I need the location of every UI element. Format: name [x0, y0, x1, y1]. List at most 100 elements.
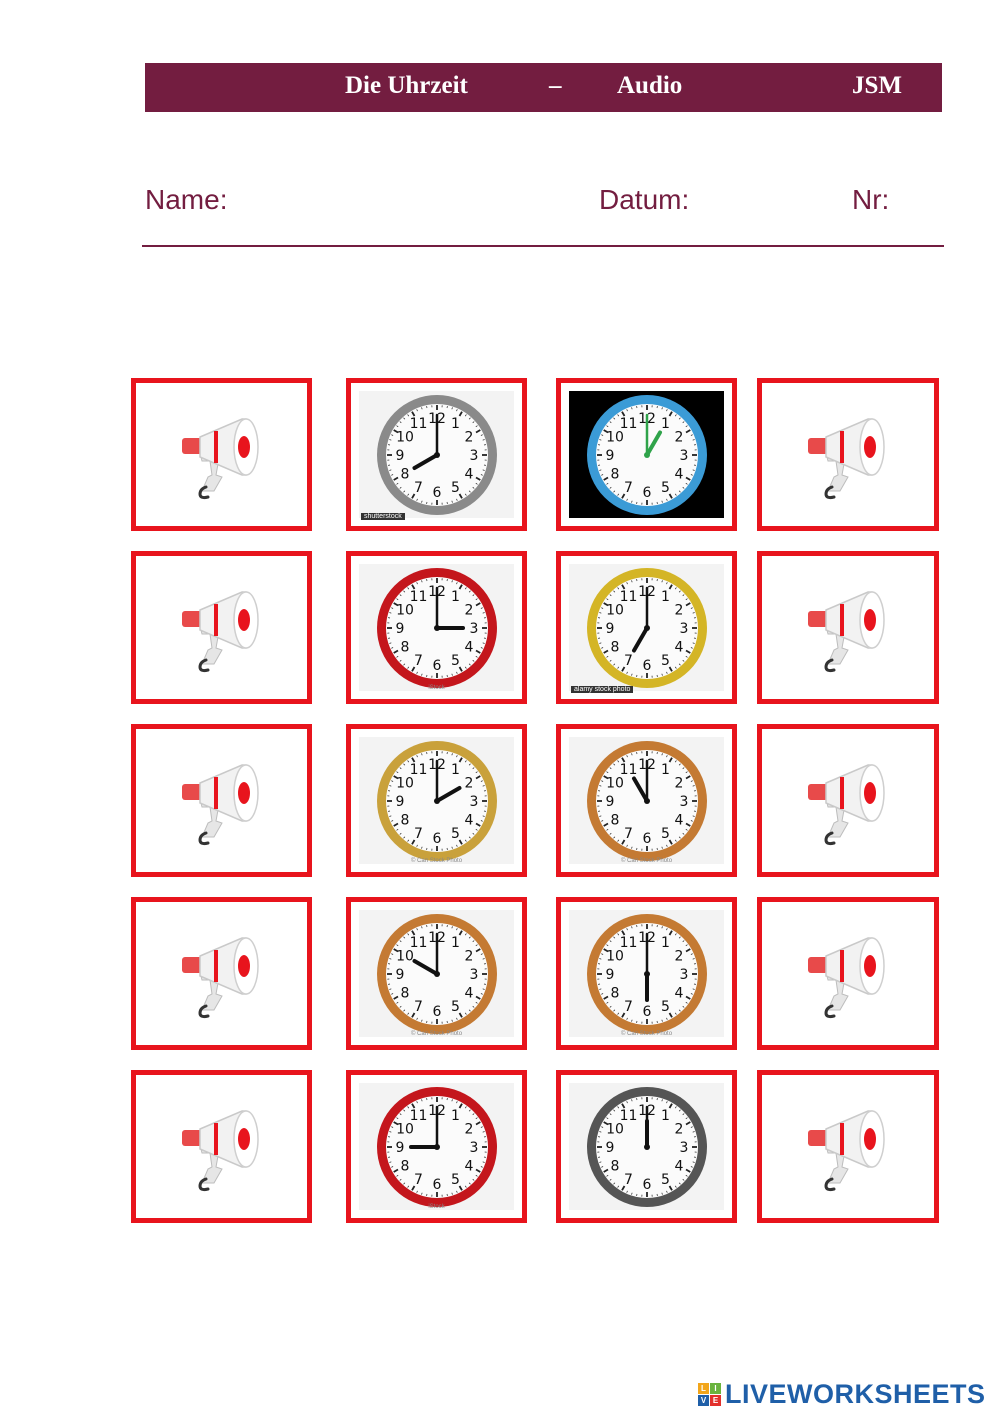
clock-tile[interactable]: 123456789101112shutterstock: [346, 378, 527, 531]
svg-text:8: 8: [400, 985, 409, 1001]
svg-text:10: 10: [396, 775, 414, 791]
svg-text:7: 7: [624, 999, 633, 1015]
svg-text:10: 10: [396, 602, 414, 618]
megaphone-icon: [808, 417, 885, 499]
audio-tile[interactable]: [757, 1070, 939, 1223]
svg-text:9: 9: [395, 448, 404, 464]
svg-text:5: 5: [451, 653, 460, 669]
svg-text:1: 1: [661, 416, 670, 432]
svg-text:7: 7: [414, 826, 423, 842]
svg-text:3: 3: [679, 794, 688, 810]
photo-credit: © Can Stock Photo: [410, 1031, 463, 1037]
clock-tile[interactable]: 123456789101112iStock: [346, 1070, 527, 1223]
megaphone-icon: [808, 590, 885, 672]
svg-text:4: 4: [464, 985, 473, 1001]
megaphone-icon: [181, 1109, 259, 1191]
audio-tile[interactable]: [757, 378, 939, 531]
audio-tile[interactable]: [757, 897, 939, 1050]
svg-text:10: 10: [606, 775, 624, 791]
audio-tile[interactable]: [131, 1070, 312, 1223]
audio-tile[interactable]: [131, 724, 312, 877]
svg-text:4: 4: [674, 812, 683, 828]
svg-text:6: 6: [642, 1004, 651, 1020]
svg-text:5: 5: [661, 653, 670, 669]
svg-text:11: 11: [619, 762, 637, 778]
audio-tile[interactable]: [757, 551, 939, 704]
svg-text:11: 11: [619, 416, 637, 432]
audio-tile[interactable]: [131, 897, 312, 1050]
svg-text:1: 1: [661, 589, 670, 605]
svg-text:7: 7: [414, 653, 423, 669]
audio-tile[interactable]: [757, 724, 939, 877]
megaphone-icon: [808, 1109, 885, 1191]
name-label: Name:: [145, 184, 228, 215]
photo-credit: © Can Stock Photo: [620, 1031, 673, 1037]
svg-text:7: 7: [624, 480, 633, 496]
megaphone-icon: [808, 936, 885, 1018]
svg-text:8: 8: [400, 466, 409, 482]
svg-text:2: 2: [674, 775, 683, 791]
svg-text:10: 10: [606, 429, 624, 445]
svg-text:8: 8: [400, 812, 409, 828]
svg-text:2: 2: [464, 775, 473, 791]
svg-text:7: 7: [414, 1172, 423, 1188]
svg-text:4: 4: [464, 812, 473, 828]
svg-text:6: 6: [642, 831, 651, 847]
svg-text:3: 3: [469, 1140, 478, 1156]
photo-credit: alamy stock photo: [571, 686, 634, 693]
svg-text:3: 3: [469, 621, 478, 637]
svg-text:9: 9: [605, 794, 614, 810]
photo-credit: © Can Stock Photo: [620, 858, 673, 864]
svg-text:11: 11: [409, 589, 427, 605]
svg-text:4: 4: [674, 1158, 683, 1174]
svg-text:5: 5: [451, 999, 460, 1015]
svg-text:3: 3: [469, 794, 478, 810]
svg-text:1: 1: [661, 762, 670, 778]
svg-text:5: 5: [451, 1172, 460, 1188]
svg-text:10: 10: [606, 948, 624, 964]
svg-text:2: 2: [674, 429, 683, 445]
svg-text:6: 6: [432, 831, 441, 847]
megaphone-icon: [181, 417, 259, 499]
svg-text:1: 1: [451, 416, 460, 432]
clock-tile[interactable]: 123456789101112alamy stock photo: [556, 551, 737, 704]
svg-text:7: 7: [414, 999, 423, 1015]
clock-tile[interactable]: 123456789101112iStock: [346, 551, 527, 704]
megaphone-icon: [181, 763, 259, 845]
audio-tile[interactable]: [131, 551, 312, 704]
svg-text:8: 8: [610, 466, 619, 482]
svg-text:11: 11: [409, 762, 427, 778]
svg-text:5: 5: [661, 480, 670, 496]
svg-text:6: 6: [432, 485, 441, 501]
svg-text:6: 6: [432, 1004, 441, 1020]
svg-text:4: 4: [674, 466, 683, 482]
svg-text:10: 10: [396, 948, 414, 964]
svg-text:9: 9: [395, 794, 404, 810]
svg-text:9: 9: [605, 621, 614, 637]
megaphone-icon: [181, 936, 259, 1018]
svg-text:6: 6: [432, 658, 441, 674]
audio-tile[interactable]: [131, 378, 312, 531]
svg-text:7: 7: [624, 826, 633, 842]
svg-text:8: 8: [610, 812, 619, 828]
svg-text:10: 10: [606, 602, 624, 618]
svg-text:6: 6: [642, 658, 651, 674]
svg-text:4: 4: [464, 1158, 473, 1174]
page-subtitle: Audio: [617, 72, 683, 99]
svg-text:7: 7: [624, 1172, 633, 1188]
svg-text:1: 1: [451, 935, 460, 951]
svg-text:3: 3: [469, 967, 478, 983]
